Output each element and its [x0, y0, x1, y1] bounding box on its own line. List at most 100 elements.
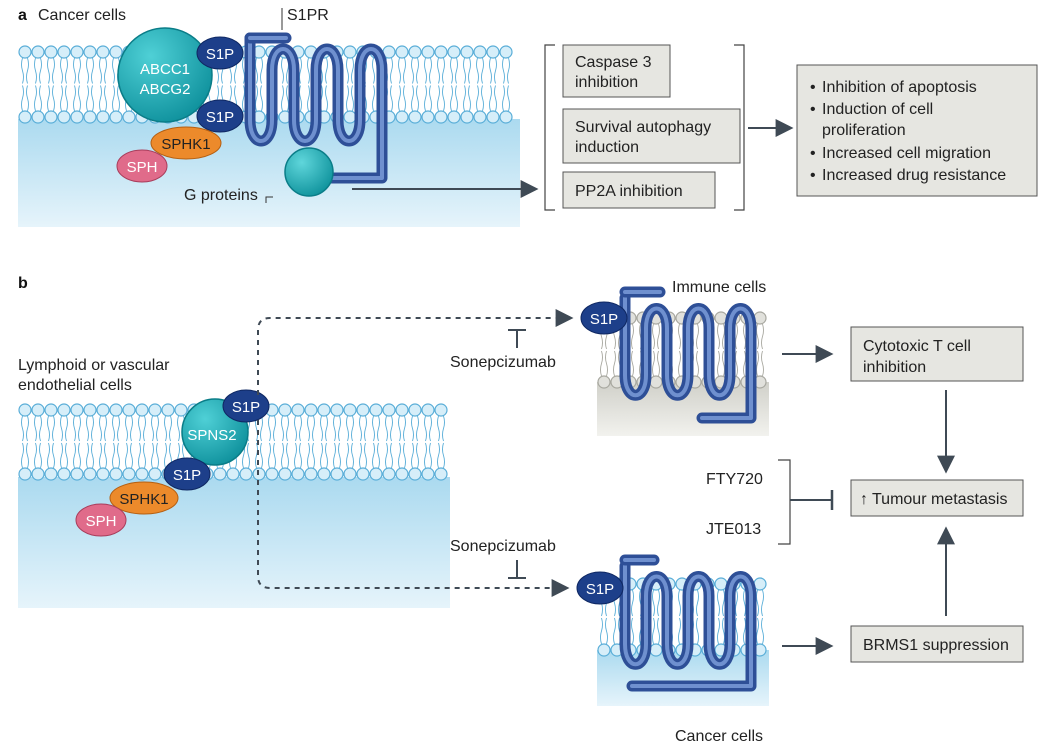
lipid-tail: [104, 57, 107, 84]
lipid-tail: [143, 415, 146, 442]
lipid-head: [278, 403, 292, 417]
lipid-tail: [47, 415, 50, 442]
lipid-tail: [325, 85, 328, 112]
outcome-bullet-1: •: [810, 79, 816, 96]
outcome-list: • Inhibition of apoptosis • Induction of…: [810, 79, 1006, 184]
lipid-head: [239, 467, 253, 481]
s1p-bottom-a: [196, 99, 244, 133]
lipid-tail: [359, 415, 362, 442]
s1pr-receptor-immune: [619, 286, 757, 424]
s1p-label-cancer-b: S1P: [586, 581, 614, 598]
lipid-tail: [268, 442, 271, 469]
lipid-tail: [52, 442, 55, 469]
autophagy-box: [562, 108, 741, 164]
lipid-head: [18, 110, 32, 124]
lipid-head: [486, 45, 500, 59]
lipid-tail: [65, 415, 68, 442]
sphk1-label-a: SPHK1: [161, 136, 210, 153]
s1p-label-a2: S1P: [206, 109, 234, 126]
lipid-tail: [112, 442, 115, 469]
lipid-tail: [91, 85, 94, 112]
lipid-head: [330, 403, 344, 417]
lipid-tail: [652, 617, 655, 645]
lipid-head: [369, 403, 383, 417]
effects-bracket-right: [734, 44, 745, 211]
lipid-head: [486, 110, 500, 124]
lipid-tail: [411, 415, 414, 442]
lipid-tail: [416, 57, 419, 84]
sonepcizumab-label-1: Sonepcizumab: [450, 354, 556, 371]
lipid-tail: [26, 442, 29, 469]
lipid-tail: [86, 442, 89, 469]
lipid-tail: [717, 323, 720, 350]
lipid-tail: [717, 617, 720, 645]
lipid-tail: [743, 350, 746, 377]
sph-a: [116, 149, 168, 183]
lipid-head: [330, 467, 344, 481]
lipid-head: [434, 467, 448, 481]
lipid-head: [278, 467, 292, 481]
lipid-head: [343, 45, 357, 59]
lipid-tail: [631, 323, 634, 350]
lipid-tail: [34, 57, 37, 84]
metastasis-text: Tumour metastasis: [872, 491, 1007, 508]
lipid-tail: [652, 589, 655, 617]
lipid-tail: [333, 442, 336, 469]
lipid-tail: [325, 57, 328, 84]
lipid-head: [382, 467, 396, 481]
lipid-head: [83, 467, 97, 481]
lipid-tail: [416, 442, 419, 469]
lipid-head: [421, 110, 435, 124]
inhibitor-bracket: [778, 459, 791, 545]
autophagy-line2: induction: [575, 139, 639, 156]
s1pr-receptor-a: [244, 32, 388, 184]
lipid-tail: [756, 617, 759, 645]
lipid-head: [44, 467, 58, 481]
lipid-tail: [86, 57, 89, 84]
lipid-head: [356, 467, 370, 481]
lipid-head: [122, 403, 136, 417]
lipid-tail: [372, 415, 375, 442]
caspase-line1: Caspase 3: [575, 54, 652, 71]
lipid-head: [18, 45, 32, 59]
lipid-tail: [442, 85, 445, 112]
lipid-tail: [743, 589, 746, 617]
lipid-tail: [359, 442, 362, 469]
cytotoxic-line1: Cytotoxic T cell: [863, 338, 971, 355]
lipid-tail: [390, 85, 393, 112]
lipid-tail: [312, 415, 315, 442]
lipid-tail: [52, 57, 55, 84]
caspase-line2: inhibition: [575, 74, 638, 91]
lipid-tail: [78, 85, 81, 112]
lipid-tail: [403, 415, 406, 442]
jte013-label: JTE013: [706, 521, 761, 538]
g-protein-leader: [265, 196, 273, 203]
lipid-tail: [678, 323, 681, 350]
lipid-tail: [652, 323, 655, 350]
lipid-tail: [605, 617, 608, 645]
lipid-head: [460, 110, 474, 124]
lipid-tail: [735, 589, 738, 617]
lipid-tail: [73, 57, 76, 84]
lipid-head: [408, 110, 422, 124]
lipid-tail: [437, 415, 440, 442]
lipid-tail: [325, 415, 328, 442]
lipid-tail: [756, 323, 759, 350]
lipid-head: [70, 403, 84, 417]
lipid-tail: [346, 85, 349, 112]
lipid-head: [447, 110, 461, 124]
autophagy-line1: Survival autophagy: [575, 119, 711, 136]
lipid-tails-a: [21, 57, 510, 112]
outcome-4: Increased drug resistance: [822, 167, 1006, 184]
lipid-tail: [481, 57, 484, 84]
lipid-tail: [696, 350, 699, 377]
lipid-tail: [299, 57, 302, 84]
lipid-tail: [761, 589, 764, 617]
lipid-tail: [39, 85, 42, 112]
lipid-tail: [696, 589, 699, 617]
lipid-head: [83, 45, 97, 59]
lipid-tail: [390, 415, 393, 442]
lipid-head: [70, 110, 84, 124]
lipid-tail: [286, 85, 289, 112]
lipid-tail: [34, 85, 37, 112]
